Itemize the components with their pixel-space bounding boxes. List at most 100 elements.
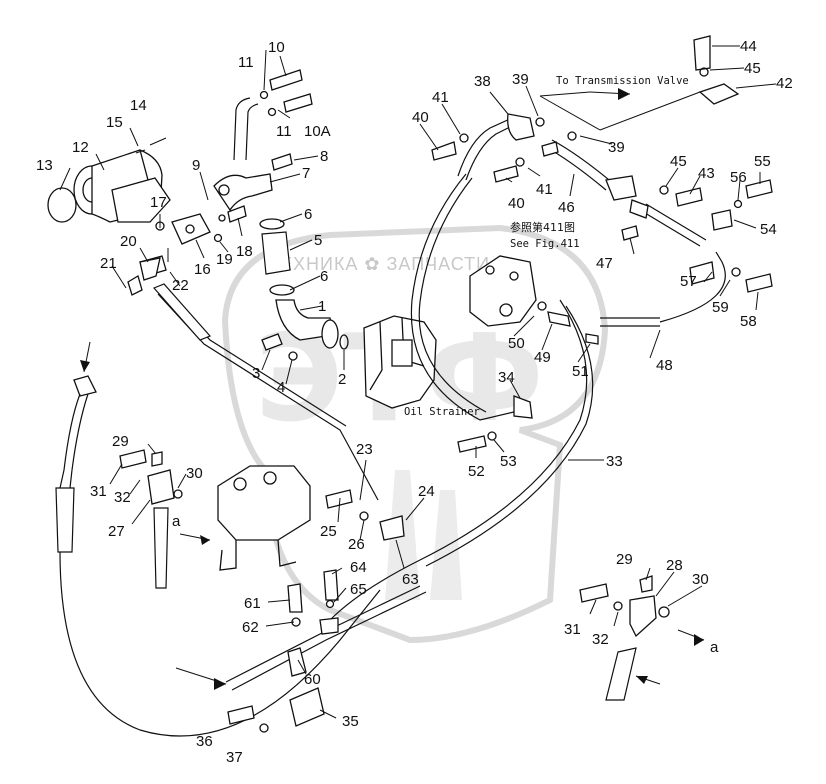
callout-56: 56 (730, 169, 747, 186)
callout-8: 8 (320, 148, 328, 165)
callout-31b: 31 (564, 621, 581, 638)
pipes-upper (431, 35, 740, 201)
callout-47: 47 (596, 255, 613, 272)
callout-4: 4 (277, 379, 285, 396)
callout-60: 60 (304, 671, 321, 688)
callout-1: 1 (318, 298, 326, 315)
callout-45b: 45 (670, 153, 687, 170)
callout-28: 28 (666, 557, 683, 574)
callout-40b: 40 (508, 195, 525, 212)
callout-39a: 39 (512, 71, 529, 88)
callout-57: 57 (680, 273, 697, 290)
callout-21: 21 (100, 255, 117, 272)
view-a-label-bottom: a (710, 639, 719, 656)
leader-lines (59, 45, 777, 719)
view-a-label-top: a (172, 513, 181, 530)
bracket-lower (225, 569, 427, 733)
callout-63: 63 (402, 571, 419, 588)
callout-20: 20 (120, 233, 137, 250)
callout-58: 58 (740, 313, 757, 330)
elbow-pipe-7 (213, 69, 313, 223)
callout-52: 52 (468, 463, 485, 480)
block-16 (171, 213, 211, 245)
callout-6b: 6 (320, 268, 328, 285)
callout-35: 35 (342, 713, 359, 730)
callout-29b: 29 (616, 551, 633, 568)
callout-45a: 45 (744, 60, 761, 77)
callout-14: 14 (130, 97, 147, 114)
callout-38: 38 (474, 73, 491, 90)
callout-15: 15 (106, 114, 123, 131)
callout-34: 34 (498, 369, 515, 386)
callout-24: 24 (418, 483, 435, 500)
callout-11b: 11 (276, 123, 292, 140)
callout-numbers: 1 2 3 4 5 6 6 7 8 9 10 10A 11 11 12 13 1… (36, 38, 793, 766)
filter-assembly-left (55, 375, 405, 737)
detail-view-a (579, 575, 670, 701)
callout-61: 61 (244, 595, 261, 612)
callout-53: 53 (500, 453, 517, 470)
callout-40a: 40 (412, 109, 429, 126)
callout-22: 22 (172, 277, 189, 294)
callout-44: 44 (740, 38, 757, 55)
callout-48: 48 (656, 357, 673, 374)
oil-strainer-label: Oil Strainer (404, 406, 480, 418)
callout-64: 64 (350, 559, 367, 576)
callout-65: 65 (350, 581, 367, 598)
callout-31a: 31 (90, 483, 107, 500)
callout-5: 5 (314, 232, 322, 249)
callout-55: 55 (754, 153, 771, 170)
filter-block (217, 465, 311, 541)
callout-12: 12 (72, 139, 89, 156)
callout-17: 17 (150, 194, 167, 211)
pump-assembly (47, 137, 226, 296)
callout-37: 37 (226, 749, 243, 766)
callout-46: 46 (558, 199, 575, 216)
callout-32b: 32 (592, 631, 609, 648)
callout-27: 27 (108, 523, 125, 540)
o-ring-13 (47, 187, 77, 223)
see-fig-label-cn: 参照第411图 (510, 220, 575, 234)
see-fig-label-en: See Fig.411 (510, 238, 580, 250)
hose-33 (329, 173, 594, 621)
callout-9: 9 (192, 157, 200, 174)
callout-54: 54 (760, 221, 777, 238)
callout-59: 59 (712, 299, 729, 316)
callout-10: 10 (268, 39, 285, 56)
callout-18: 18 (236, 243, 253, 260)
callout-6a: 6 (304, 206, 312, 223)
watermark-text: ТЕХНИКА ✿ ЗАПЧАСТИ (268, 254, 490, 274)
callout-25: 25 (320, 523, 337, 540)
suction-hose (259, 218, 349, 361)
callout-2: 2 (338, 371, 346, 388)
callout-39b: 39 (608, 139, 625, 156)
callout-41a: 41 (432, 89, 449, 106)
callout-51: 51 (572, 363, 589, 380)
oil-strainer (363, 315, 437, 409)
view-arrows (80, 88, 705, 690)
callout-10a: 10A (304, 123, 331, 140)
valve-assembly (469, 255, 599, 345)
callout-23: 23 (356, 441, 373, 458)
callout-62: 62 (242, 619, 259, 636)
callout-49: 49 (534, 349, 551, 366)
callout-36: 36 (196, 733, 213, 750)
callout-13: 13 (36, 157, 53, 174)
callout-11a: 11 (238, 54, 254, 71)
callout-33: 33 (606, 453, 623, 470)
callout-43: 43 (698, 165, 715, 182)
callout-30a: 30 (186, 465, 203, 482)
callout-7: 7 (302, 165, 310, 182)
to-transmission-valve-label: To Transmission Valve (556, 75, 689, 87)
lines-left (139, 257, 379, 501)
callout-29a: 29 (112, 433, 129, 450)
callout-41b: 41 (536, 181, 553, 198)
callout-16: 16 (194, 261, 211, 278)
hoses-right (600, 179, 773, 327)
callout-42: 42 (776, 75, 793, 92)
callout-3: 3 (252, 365, 260, 382)
callout-50: 50 (508, 335, 525, 352)
callout-32a: 32 (114, 489, 131, 506)
callout-19: 19 (216, 251, 233, 268)
